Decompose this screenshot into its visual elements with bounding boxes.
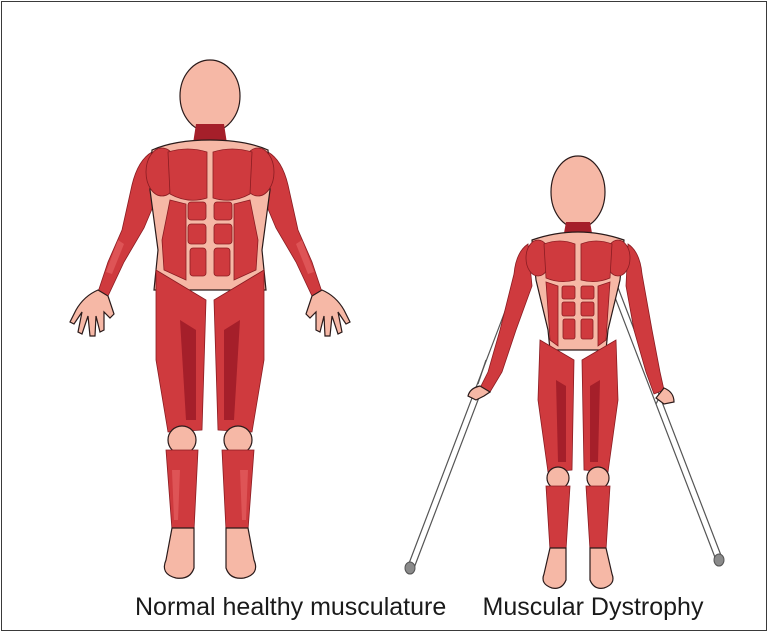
normal-figure xyxy=(70,60,350,578)
caption-normal: Normal healthy musculature xyxy=(135,590,435,624)
normal-head xyxy=(180,60,240,132)
dystrophy-figure xyxy=(405,156,724,588)
crutch-right xyxy=(602,268,724,566)
caption-dystrophy: Muscular Dystrophy xyxy=(468,590,718,624)
dystrophy-head xyxy=(551,156,605,228)
